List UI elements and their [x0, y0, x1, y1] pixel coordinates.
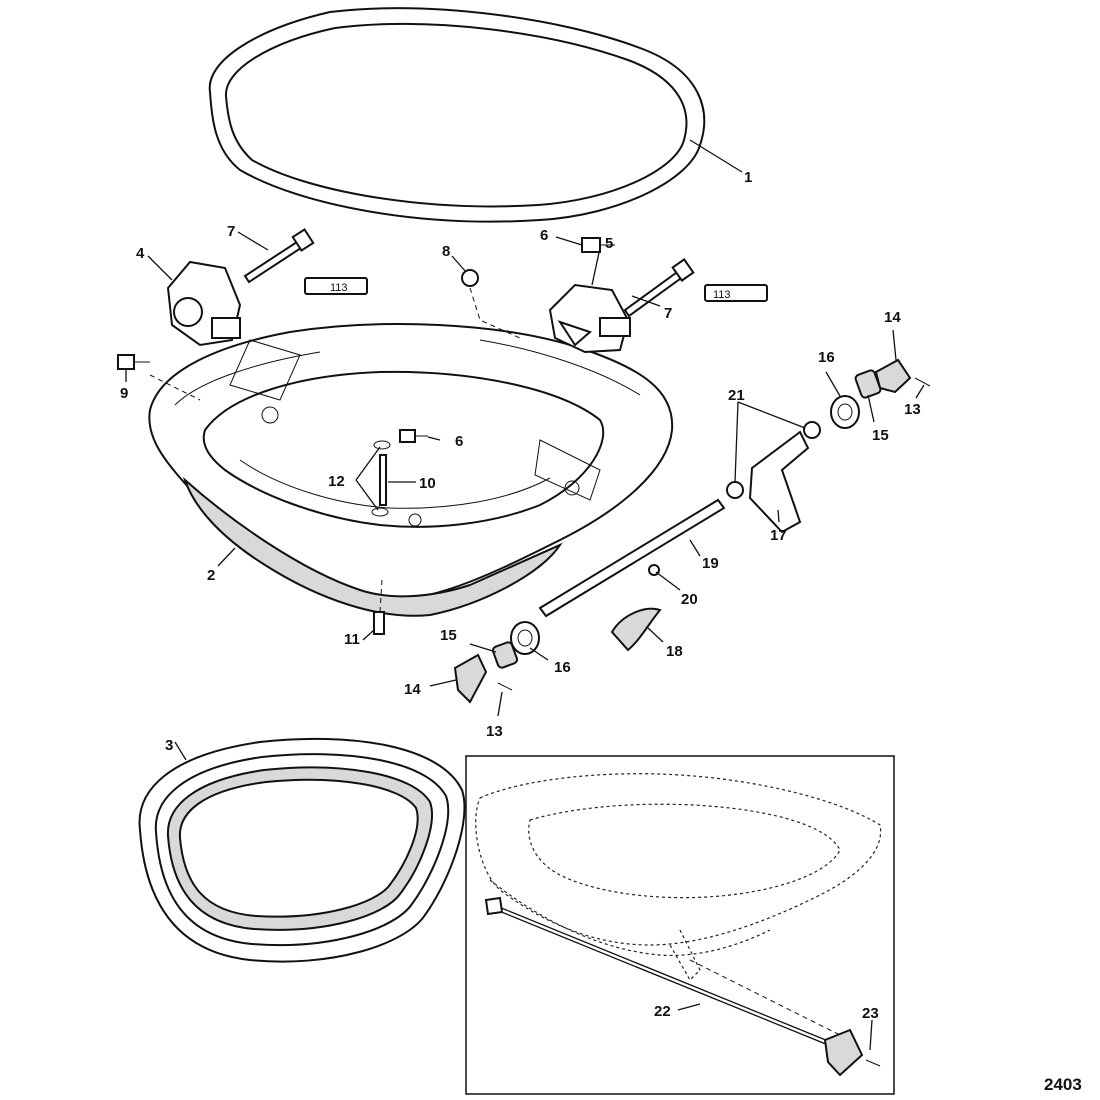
part-9-screw: [117, 354, 201, 401]
sealant-tube-113-left: 113: [304, 277, 368, 295]
part-3-lower-seal: [138, 737, 466, 963]
part-2-lower-cowl: [148, 323, 674, 617]
callout-6b: 6: [455, 433, 463, 450]
part-12-clips: [371, 440, 391, 517]
callout-12: 12: [328, 473, 345, 490]
callout-8: 8: [442, 243, 450, 260]
callout-15b: 15: [440, 627, 457, 644]
callout-21: 21: [728, 387, 745, 404]
callout-13b: 13: [486, 723, 503, 740]
callout-10: 10: [419, 475, 436, 492]
callout-15a: 15: [872, 427, 889, 444]
part-14-latch-lower: [453, 653, 488, 704]
callout-11: 11: [344, 631, 360, 648]
callout-14a: 14: [884, 309, 901, 326]
callout-22: 22: [654, 1003, 671, 1020]
callout-23: 23: [862, 1005, 879, 1022]
inset-box: [465, 755, 895, 1095]
part-8-grommet: [461, 269, 521, 339]
callout-18: 18: [666, 643, 683, 660]
callout-4: 4: [136, 245, 145, 262]
part-18-cam: [610, 607, 662, 652]
part-16-bushing-upper: [830, 395, 860, 429]
part-16-bushing-lower: [510, 621, 540, 655]
part-5-right-mount: [548, 283, 631, 354]
callout-3: 3: [165, 737, 173, 754]
figure-number: 2403: [1044, 1075, 1082, 1094]
part-15-spring-upper: [854, 369, 882, 399]
part-1-top-seal: [208, 7, 706, 223]
part-14-latch-upper: [874, 358, 912, 394]
callout-labels: 1 2 3 4 5 6 6 7 7 8 9 10 11 12 13 13 14 …: [120, 169, 1082, 1094]
part-15-spring-lower: [491, 641, 519, 669]
sealant-tube-label: 113: [713, 289, 731, 301]
callout-6a: 6: [540, 227, 548, 244]
callout-13a: 13: [904, 401, 921, 418]
part-23-sensor: [823, 1028, 881, 1077]
leader-lines: [125, 139, 925, 1051]
part-19-rod: [538, 498, 726, 618]
callout-9: 9: [120, 385, 128, 402]
part-11-bolt: [373, 579, 385, 635]
part-7-bolts: [243, 228, 695, 318]
sealant-tube-113-right: 113: [704, 284, 768, 302]
callout-1: 1: [744, 169, 752, 186]
part-10-pin: [379, 454, 387, 506]
callout-19: 19: [702, 555, 719, 572]
callout-17: 17: [770, 527, 787, 544]
callout-14b: 14: [404, 681, 421, 698]
part-4-left-mount: [166, 260, 242, 347]
callout-20: 20: [681, 591, 698, 608]
part-13-pins: [497, 377, 931, 691]
callout-2: 2: [207, 567, 215, 584]
part-21-bushings: [726, 421, 821, 499]
callout-7a: 7: [227, 223, 235, 240]
sealant-tube-label: 113: [330, 282, 348, 294]
callout-7b: 7: [664, 305, 672, 322]
callout-16b: 16: [554, 659, 571, 676]
part-6-screws: [399, 237, 615, 443]
callout-16a: 16: [818, 349, 835, 366]
callout-5: 5: [605, 235, 613, 252]
part-17-handle: [748, 430, 810, 534]
part-22-cable: [484, 896, 841, 1050]
